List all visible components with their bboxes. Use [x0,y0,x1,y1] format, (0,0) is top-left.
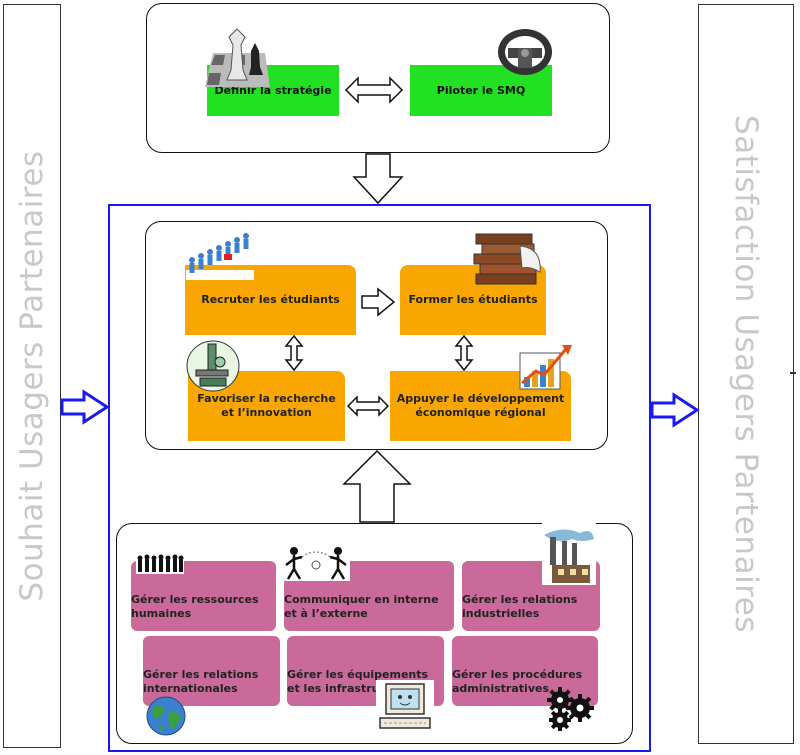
double-arrow-train-develop [454,334,474,372]
people-queue-icon [186,233,254,280]
growth-chart-icon [519,345,572,390]
exit-arrow [650,392,700,428]
equip-line1: Gérer les équipements [287,668,429,681]
double-arrow-management [344,76,404,104]
entry-arrow [60,389,110,425]
admin-line2: administratives [452,682,549,695]
computer-icon [376,680,434,732]
hr-line1: Gérer les ressources [131,593,259,606]
arrow-recruit-to-train [361,287,396,317]
industry-line2: industrielles [462,607,540,620]
hr-line2: humaines [131,607,192,620]
admin-line1: Gérer les procédures [452,668,583,681]
admin-box: Gérer les procédures administratives [452,636,598,706]
chess-icon [205,28,270,87]
research-line2: et l’innovation [221,406,312,419]
satisfaction-panel: Satisfaction Usagers Partenaires [698,4,794,744]
develop-line2: économique régional [415,406,546,419]
down-arrow [352,153,404,205]
crowd-icon [136,552,184,574]
develop-line1: Appuyer le développement [396,392,565,405]
factory-icon [542,523,596,585]
books-icon [473,233,541,285]
industry-line1: Gérer les relations [462,593,578,606]
research-line1: Favoriser la recherche [197,392,336,405]
souhait-label: Souhait Usagers Partenaires [14,150,50,602]
souhait-panel: Souhait Usagers Partenaires [3,4,61,748]
microscope-icon [186,340,240,392]
communication-icon [282,543,350,581]
intl-line2: internationales [143,682,238,695]
comm-line2: et à l’externe [284,607,368,620]
process-frame [108,204,651,752]
satisfaction-label: Satisfaction Usagers Partenaires [728,115,764,633]
comm-line1: Communiquer en interne [284,593,439,606]
steering-wheel-icon [498,29,552,75]
gears-icon [547,687,594,731]
intl-line1: Gérer les relations [143,668,259,681]
tick-mark [790,372,796,374]
globe-icon [146,696,186,736]
up-arrow [342,449,412,523]
double-arrow-recruit-research [284,334,304,372]
double-arrow-research-develop [346,395,390,417]
intl-box: Gérer les relations internationales [143,636,280,706]
comm-box: Communiquer en interne et à l’externe [284,561,454,631]
